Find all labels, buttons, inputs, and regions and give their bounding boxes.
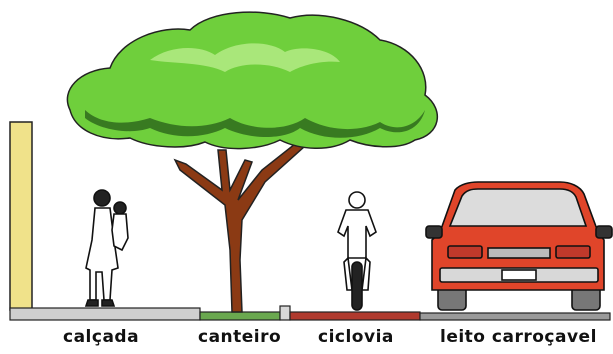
bicycle-wheel — [351, 261, 363, 311]
cyclist-body — [337, 209, 377, 259]
car — [425, 181, 613, 311]
car-license-plate — [501, 269, 537, 281]
car-windshield — [448, 188, 588, 227]
calcada-strip — [9, 307, 201, 321]
car-grille — [487, 247, 551, 259]
car-mirror-right — [595, 225, 613, 239]
canteiro-strip — [199, 311, 281, 321]
leito-strip — [419, 312, 611, 321]
woman-head — [93, 189, 111, 207]
pedestrian-woman-with-child — [84, 189, 129, 307]
label-canteiro: canteiro — [198, 327, 282, 347]
label-leito-carrocavel: leito carroçavel — [440, 327, 597, 347]
ciclovia-strip — [289, 311, 421, 321]
car-mirror-left — [425, 225, 443, 239]
label-ciclovia: ciclovia — [318, 327, 394, 347]
ground-strips — [9, 305, 611, 321]
building-wall — [9, 121, 33, 311]
label-calcada: calçada — [63, 327, 140, 347]
curb-post — [279, 305, 291, 321]
tree-trunk — [173, 138, 307, 313]
cyclist-legs — [343, 256, 371, 291]
tree-canopy-shade — [85, 110, 425, 138]
car-headlight-right — [555, 245, 591, 259]
cyclist-head — [348, 191, 366, 209]
car-headlight-left — [447, 245, 483, 259]
woman-body — [85, 207, 119, 301]
woman-feet — [84, 299, 116, 307]
tree-canopy-highlight — [150, 43, 340, 72]
cyclist — [337, 191, 377, 311]
tree — [66, 11, 439, 313]
tree-canopy — [66, 11, 439, 150]
child-head — [113, 201, 127, 215]
child-body — [111, 213, 129, 252]
